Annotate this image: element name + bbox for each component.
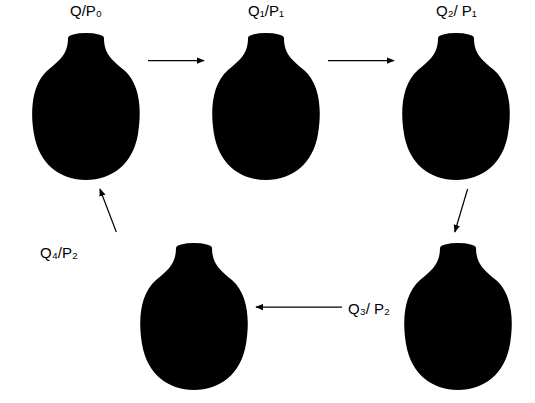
quotient-label: Q₃/ P₂ — [348, 300, 390, 318]
quotient-label: Q/P₀ — [70, 2, 102, 20]
surface-node: Q/P₀ — [28, 2, 144, 185]
surface-q-p0 — [32, 33, 140, 180]
flow-arrow — [100, 189, 116, 232]
quotient-label: Q₂/ P₁ — [436, 2, 477, 20]
surface-node: Q₃/ P₂ — [346, 236, 516, 394]
surface-node: Q₄/P₂ — [40, 236, 252, 394]
quotient-label: Q₄/P₂ — [40, 244, 78, 262]
quotient-label: Q₁/P₁ — [248, 2, 284, 20]
flow-arrow — [148, 60, 204, 61]
surface-q4-p2 — [140, 243, 248, 390]
surface-node: Q₁/P₁ — [208, 2, 324, 185]
surface-node: Q₂/ P₁ — [398, 2, 514, 185]
flow-arrow — [256, 307, 342, 308]
surface-q1-p1 — [212, 33, 320, 180]
flow-arrow — [455, 189, 468, 232]
surface-q2-p1 — [402, 33, 510, 180]
flow-arrow — [328, 60, 394, 61]
surface-q3-p2 — [404, 243, 512, 390]
